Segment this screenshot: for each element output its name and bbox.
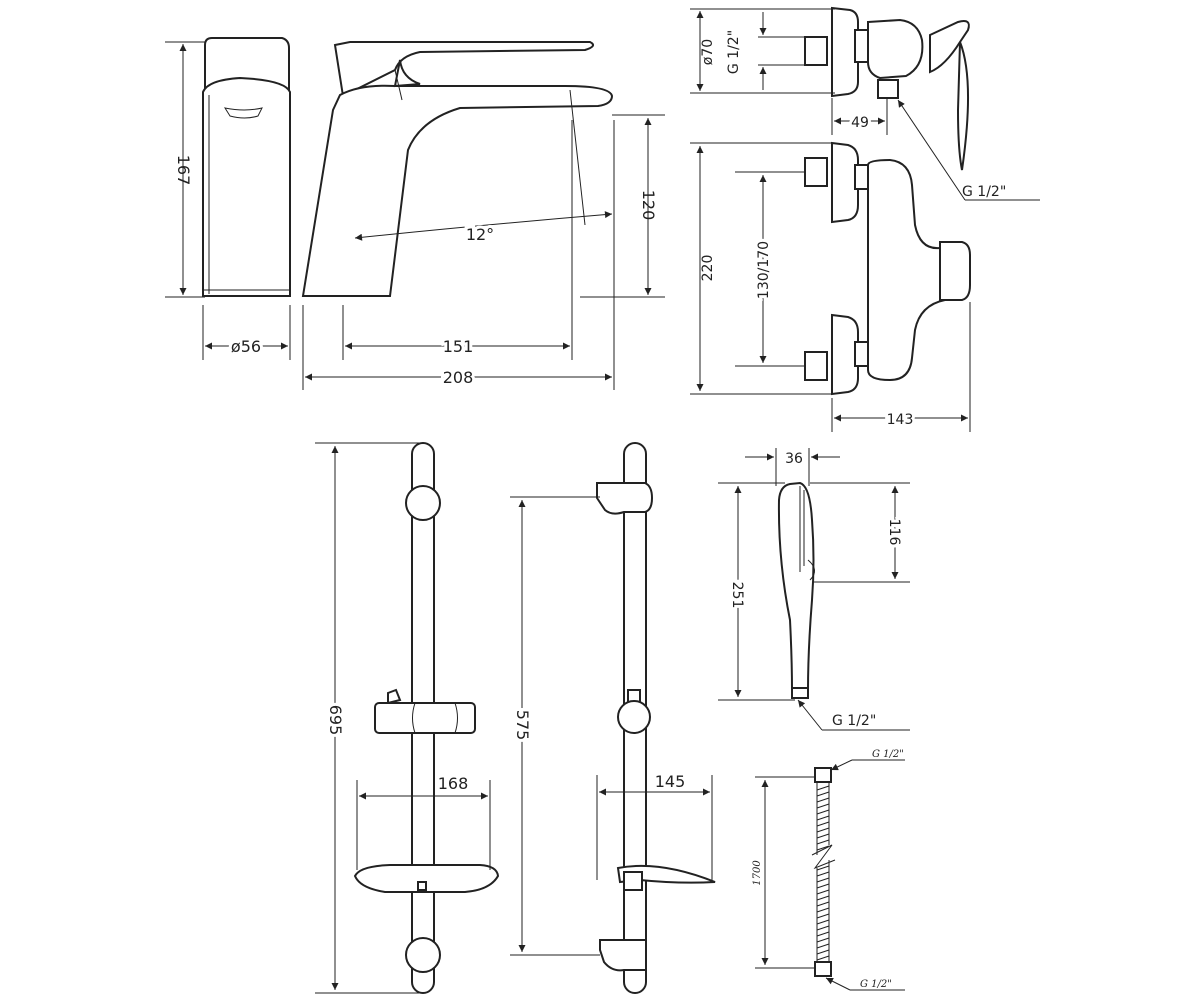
faucet-height-label: 167	[174, 155, 193, 186]
dim-spout-reach: 151	[342, 120, 573, 360]
faucet-side-view	[301, 41, 614, 297]
shower-mixer-front-view	[804, 141, 971, 396]
rail-soap-label: 168	[438, 774, 469, 793]
mixer-spacing-label: 130/170	[756, 241, 772, 299]
dim-faucet-height: 167	[165, 41, 205, 298]
handshower-thread-label: G 1/2"	[832, 713, 876, 729]
shower-mixer-top-view	[804, 6, 970, 171]
hose-length-label: 1700	[752, 860, 763, 886]
dim-handshower-total: 251	[718, 482, 795, 701]
dim-mixer-spacing: 130/170	[735, 171, 805, 367]
total-length-label: 208	[443, 368, 474, 387]
mixer-thread-top-label: G 1/2"	[726, 30, 742, 74]
rail-total-label: 695	[326, 705, 345, 736]
mixer-outlet-label: G 1/2"	[962, 184, 1006, 200]
dim-head-length: 116	[810, 482, 910, 583]
dim-mixer-offset: 49	[831, 98, 888, 135]
dim-spout-angle: 12°	[354, 211, 613, 247]
spout-height-label: 120	[639, 190, 658, 221]
dim-handshower-thread: G 1/2"	[797, 699, 910, 731]
faucet-front-view	[202, 37, 291, 297]
spout-reach-label: 151	[443, 337, 474, 356]
hose-top-label: G 1/2"	[872, 749, 904, 760]
dim-total-length: 208	[302, 120, 615, 390]
mixer-height-label: 220	[700, 255, 716, 282]
shower-rail-front-view	[353, 442, 500, 994]
faucet-diameter-label: ø56	[231, 337, 261, 356]
dim-spout-height: 120	[580, 114, 665, 298]
handshower-total-label: 251	[729, 582, 745, 609]
shower-hose	[811, 767, 836, 977]
dim-mixer-flange: ø70 G 1/2"	[690, 8, 835, 94]
dim-rail-soap: 168	[356, 774, 491, 870]
dim-rail-side-soap: 145	[596, 772, 713, 880]
hose-bottom-label: G 1/2"	[860, 979, 892, 990]
dim-mixer-depth: 143	[831, 302, 971, 432]
dim-mixer-height: 220	[690, 142, 832, 395]
head-width-label: 36	[785, 451, 803, 467]
angle-label: 12°	[466, 225, 494, 244]
dim-rail-side-total: 575	[510, 496, 600, 956]
rail-side-total-label: 575	[513, 710, 532, 741]
rail-side-soap-label: 145	[655, 772, 686, 791]
mixer-flange-label: ø70	[700, 39, 716, 65]
dim-faucet-diameter: ø56	[202, 305, 291, 360]
mixer-offset-label: 49	[851, 115, 869, 131]
head-length-label: 116	[886, 519, 902, 546]
hand-shower-side-view	[777, 481, 815, 699]
dim-rail-total: 695	[315, 442, 420, 994]
dim-mixer-outlet: G 1/2"	[897, 99, 1040, 201]
mixer-depth-label: 143	[887, 412, 914, 428]
dim-hose-top-thread: G 1/2"	[830, 749, 905, 771]
dim-hose-bottom-thread: G 1/2"	[825, 977, 905, 991]
shower-rail-side-view	[596, 442, 716, 994]
dim-hose-length: 1700	[750, 776, 815, 969]
dim-head-width: 36	[745, 448, 840, 486]
